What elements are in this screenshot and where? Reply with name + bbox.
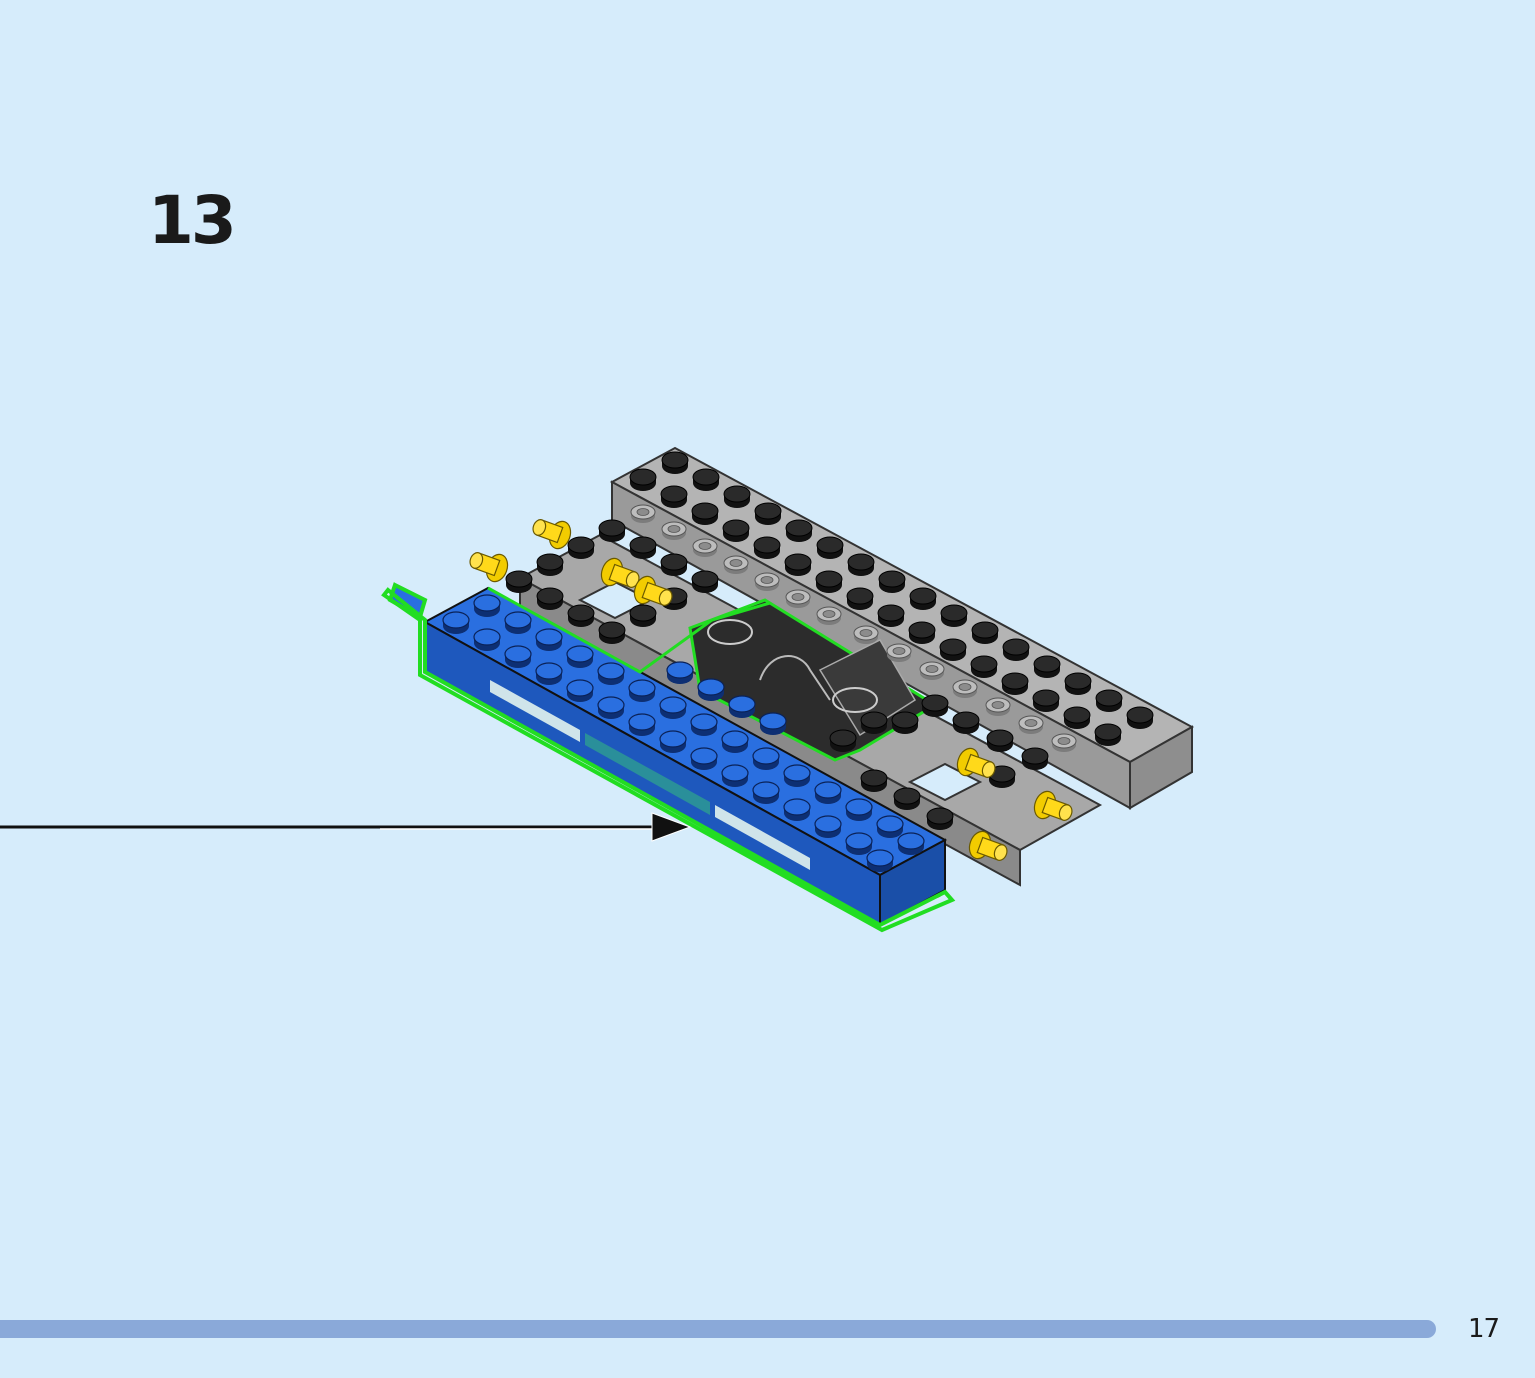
arrow-right-icon bbox=[0, 812, 692, 842]
step-number: 13 bbox=[148, 182, 237, 259]
blue-beam-highlighted bbox=[381, 582, 956, 933]
progress-bar bbox=[0, 1320, 1436, 1338]
page-number: 17 bbox=[1468, 1314, 1500, 1344]
